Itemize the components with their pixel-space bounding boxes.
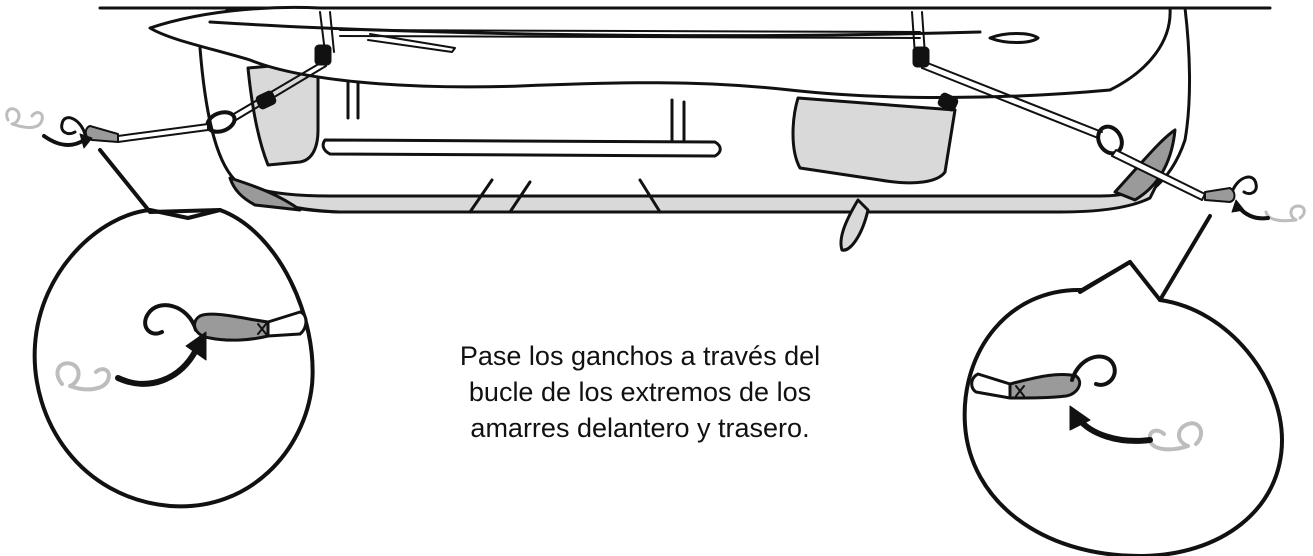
strap-tail (367, 33, 456, 53)
curved-arrow-icon (1231, 199, 1245, 213)
curved-arrow-icon (1069, 405, 1091, 431)
caption-line-3: amarres delantero y trasero. (470, 413, 810, 443)
wheel-shadow-left (228, 176, 302, 212)
strap-front (319, 11, 921, 53)
rack-post-left (346, 78, 360, 120)
caption-line-2: bucle de los extremos de los (468, 377, 812, 407)
cam-buckle-icon (937, 92, 959, 112)
cord-end-right (970, 372, 1012, 400)
bow-toggle (839, 198, 870, 252)
cam-buckle-icon (314, 44, 332, 66)
ghost-hook-icon (5, 107, 1306, 223)
hook-icon (1070, 354, 1117, 387)
zoom-callout-tail-right (1078, 214, 1212, 302)
cord-stitch (257, 323, 267, 335)
ghost-hook-icon (55, 361, 111, 392)
hook-icon (1204, 187, 1236, 203)
underbody-dividers (468, 178, 662, 214)
hook-icon (84, 125, 119, 143)
zoom-callout-tail-left (98, 148, 222, 214)
instruction-caption: Pase los ganchos a través del bucle de l… (420, 338, 860, 446)
hook-icon (143, 303, 198, 336)
rack-post-right (670, 98, 686, 142)
cord-stitch (1015, 385, 1025, 397)
curved-arrow-icon (42, 134, 86, 147)
kayak-handle (988, 32, 1040, 44)
curved-arrow-icon (79, 133, 93, 149)
rear-panel-right (791, 96, 957, 185)
ghost-hook-icon (1147, 421, 1204, 452)
caption-line-1: Pase los ganchos a través del (459, 341, 821, 371)
loop-icon (193, 312, 270, 342)
stern-line-right (921, 61, 1103, 139)
curved-arrow-icon (115, 347, 199, 387)
loop-icon (1008, 372, 1082, 400)
curved-arrow-icon (185, 331, 207, 361)
kayak-keel-line (208, 20, 982, 38)
hook-icon (60, 116, 87, 136)
hook-icon (1230, 175, 1258, 196)
bow-line-left (231, 61, 327, 121)
stern-line-right-cord (1111, 149, 1206, 201)
bow-line-left-cord (117, 123, 209, 143)
zoom-callout-left (32, 208, 315, 509)
rack-bar (321, 138, 722, 158)
zoom-callout-right (962, 260, 1284, 556)
cord-end-left (266, 310, 308, 338)
